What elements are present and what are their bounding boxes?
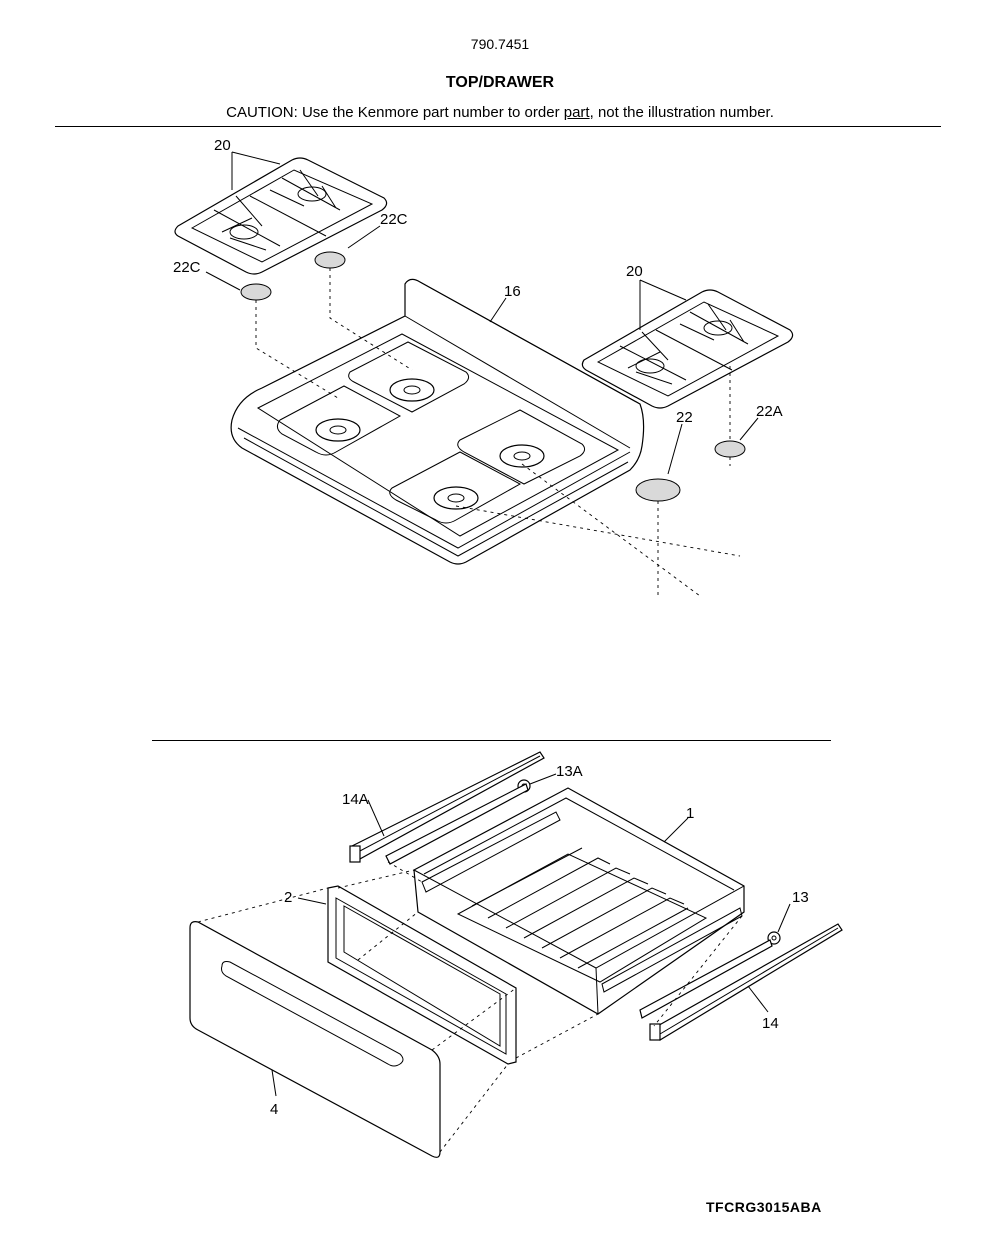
grate-left-part-20 [174, 157, 388, 275]
callout-14: 14 [762, 1015, 779, 1032]
cooktop-part-16 [230, 278, 645, 565]
burner-cap-22c-left [240, 283, 272, 301]
alignment-lines-drawer [197, 861, 743, 1153]
callout-22a: 22A [756, 403, 783, 420]
callout-20-right: 20 [626, 263, 643, 280]
leader-lines-top [205, 151, 759, 475]
drawer-rail-part-14a [349, 751, 545, 863]
grate-right-part-20 [581, 289, 794, 409]
drawing-code: TFCRG3015ABA [706, 1199, 822, 1215]
drawer-liner-part-2 [327, 885, 517, 1065]
callout-20-left: 20 [214, 137, 231, 154]
burner-cap-22 [635, 478, 681, 502]
caution-text-end: , not the illustration number. [589, 104, 774, 121]
caution-text-start: CAUTION: Use the Kenmore part number to … [226, 104, 564, 121]
inner-rail-left [385, 783, 529, 865]
burner-cap-22c-right [314, 251, 346, 269]
callout-2: 2 [284, 889, 292, 906]
leader-lines-drawer [271, 773, 791, 1097]
callout-13a: 13A [556, 763, 583, 780]
section-divider [152, 740, 831, 741]
caution-note: CAUTION: Use the Kenmore part number to … [0, 104, 1000, 121]
drawer-rail-part-14 [649, 923, 843, 1041]
model-number: 790.7451 [470, 36, 530, 52]
inner-rail-right [639, 939, 773, 1019]
callout-14a: 14A [342, 791, 369, 808]
drawer-roller-part-13 [767, 931, 781, 945]
section-title: TOP/DRAWER [445, 74, 555, 91]
alignment-lines-top [255, 268, 741, 597]
callout-16: 16 [504, 283, 521, 300]
callout-13: 13 [792, 889, 809, 906]
callout-22c-right: 22C [380, 211, 408, 228]
callout-1: 1 [686, 805, 694, 822]
burner-cap-22a [714, 440, 746, 458]
callout-4: 4 [270, 1101, 278, 1118]
callout-22: 22 [676, 409, 693, 426]
caution-underlined-word: part [563, 104, 590, 121]
header-divider [55, 126, 941, 127]
drawer-body-part-1 [413, 787, 745, 1015]
callout-22c-left: 22C [173, 259, 201, 276]
